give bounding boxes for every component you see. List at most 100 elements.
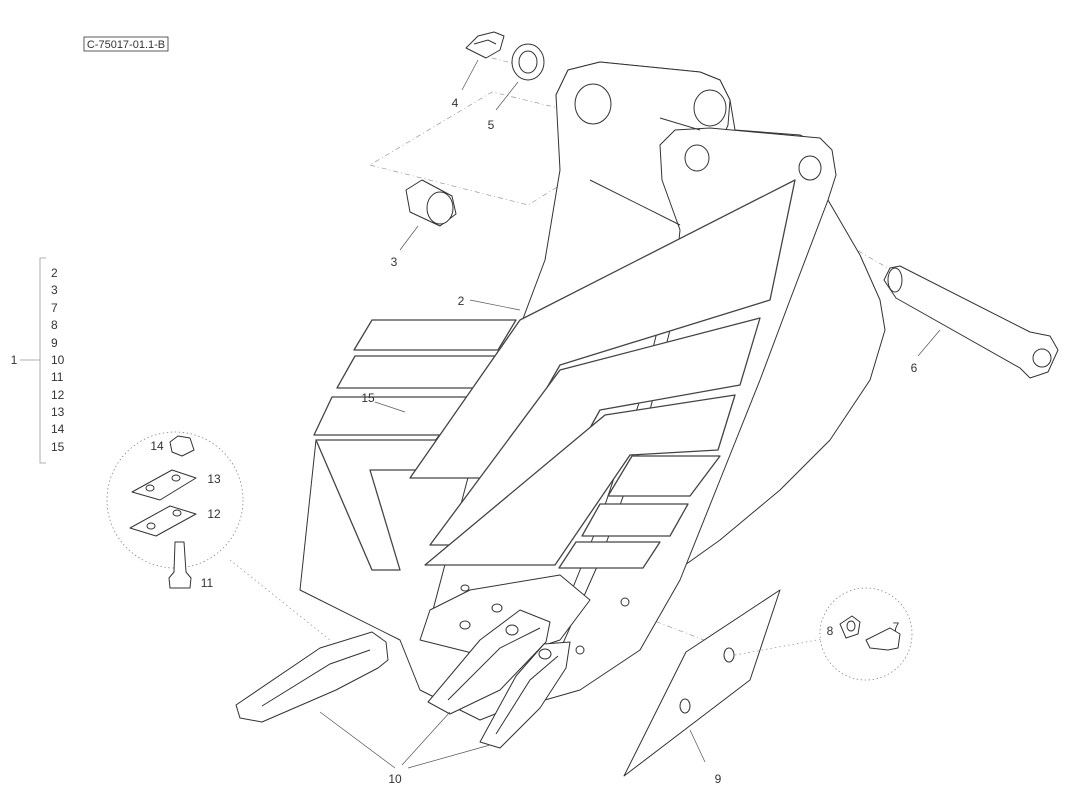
decal-set: 15: [313, 179, 796, 571]
tooth-middle: [427, 609, 551, 715]
rear-pin-bore-2: [693, 89, 727, 127]
spacer-12-hole-1: [146, 522, 156, 530]
leader-6: [917, 329, 941, 357]
bucket-top-edge: [589, 179, 681, 226]
side-cutter-plate: [623, 589, 781, 777]
detail-circle-right: [819, 587, 913, 681]
cutting-edge-hole-1: [459, 620, 471, 630]
lock-pin-shape: [465, 31, 505, 59]
detail-circle-left: [106, 431, 244, 569]
plow-bolt: [865, 627, 901, 651]
callout-4: 4: [452, 96, 459, 110]
callout-7: 7: [893, 620, 900, 634]
decal-stripe-2: [336, 355, 498, 389]
tooth-left: [235, 631, 389, 723]
side-hole-1: [460, 584, 470, 592]
leader-4: [461, 59, 479, 91]
callout-2: 2: [458, 294, 465, 308]
callout-10: 10: [388, 772, 402, 786]
decal-chevron-2: [409, 179, 796, 479]
drawing-reference-text: C-75017-01.1-B: [87, 39, 165, 51]
tooth-left-ridge: [261, 649, 371, 707]
callout-3: 3: [391, 255, 398, 269]
front-pin-bore-2: [798, 155, 822, 181]
assembly-item-9: 9: [51, 336, 58, 350]
tooth-right-pin: [538, 648, 552, 660]
tooth-middle-pin: [505, 624, 519, 636]
spacer-13-hole-1: [145, 484, 155, 492]
side-cutter-hole-2: [679, 698, 691, 714]
callout-5: 5: [488, 118, 495, 132]
bucket-pin: 6: [883, 265, 1059, 379]
bucket-pin-end: [887, 267, 903, 293]
assembly-item-11: 11: [51, 370, 64, 384]
drawing-reference-box: [83, 36, 169, 52]
washer-inner: [518, 50, 538, 74]
leader-10-c: [407, 744, 491, 769]
callout-12: 12: [207, 507, 221, 521]
bushing: 3: [391, 179, 457, 269]
leader-2: [469, 299, 521, 311]
assembly-item-12: 12: [51, 388, 65, 402]
spacer-13-hole-2: [171, 474, 181, 482]
assembly-bracket: 1 2 3 7 8 9 10 11 12 13 14 15: [11, 257, 65, 464]
bucket-teeth: 10: [235, 609, 571, 786]
front-pin-bore: [684, 144, 710, 172]
assembly-bracket-line: [39, 257, 46, 464]
callout-15: 15: [361, 391, 375, 405]
assembly-item-8: 8: [51, 318, 58, 332]
tooth-bolt: [168, 541, 192, 589]
decal-stripe-6: [558, 541, 661, 569]
assembly-item-2: 2: [51, 266, 58, 280]
bucket-pin-shaft: [883, 265, 1059, 379]
lock-pin-ring: [473, 39, 497, 45]
tooth-fastener-detail: 14 13 12 11: [106, 431, 331, 641]
side-cutter: 9: [623, 589, 781, 786]
assembly-item-10: 10: [51, 353, 65, 367]
lock-pin: 4: [452, 31, 505, 110]
detail-link-left: [229, 559, 331, 641]
decal-chevron-4: [424, 394, 736, 566]
washer: 5: [488, 43, 545, 132]
callout-13: 13: [207, 472, 221, 486]
tooth-middle-ridge: [447, 627, 541, 701]
decal-chevron-3: [429, 317, 761, 546]
assembly-item-14: 14: [51, 422, 65, 436]
spacer-12-hole-2: [172, 509, 182, 517]
callout-6: 6: [911, 361, 918, 375]
callout-9: 9: [715, 772, 722, 786]
assembly-item-15: 15: [51, 440, 65, 454]
bushing-bore: [426, 191, 454, 225]
cutting-edge-hole-2: [491, 603, 503, 613]
leader-15: [374, 401, 406, 413]
drawing-reference: C-75017-01.1-B: [83, 36, 169, 52]
tooth-nut: [169, 435, 195, 457]
callout-11: 11: [201, 576, 214, 590]
pin-stub: [659, 117, 701, 131]
side-hole-4: [620, 597, 630, 607]
leader-10-a: [319, 711, 396, 769]
pin-axis-plane: [369, 91, 651, 206]
callout-8: 8: [827, 624, 834, 638]
callout-14: 14: [150, 439, 164, 453]
leader-3: [399, 225, 419, 251]
decal-stripe-5: [581, 503, 689, 537]
tooth-right-ridge: [495, 655, 559, 735]
side-cutter-fastener-detail: 8 7: [734, 587, 913, 681]
leader-5: [495, 81, 519, 111]
side-cutter-hole-1: [723, 647, 735, 663]
assembly-item-13: 13: [51, 405, 65, 419]
tooth-right: [479, 641, 571, 749]
bucket-pin-head: [1032, 348, 1052, 368]
side-hole-3: [575, 645, 585, 655]
nut-bore: [846, 620, 856, 632]
leader-9: [689, 729, 706, 763]
callout-1: 1: [11, 353, 18, 367]
assembly-item-3: 3: [51, 283, 58, 297]
assembly-item-7: 7: [51, 301, 58, 315]
decal-stripe-4: [607, 455, 721, 497]
leader-10-b: [401, 711, 451, 766]
rear-pin-bore: [574, 83, 612, 125]
decal-stripe-1: [353, 319, 517, 351]
